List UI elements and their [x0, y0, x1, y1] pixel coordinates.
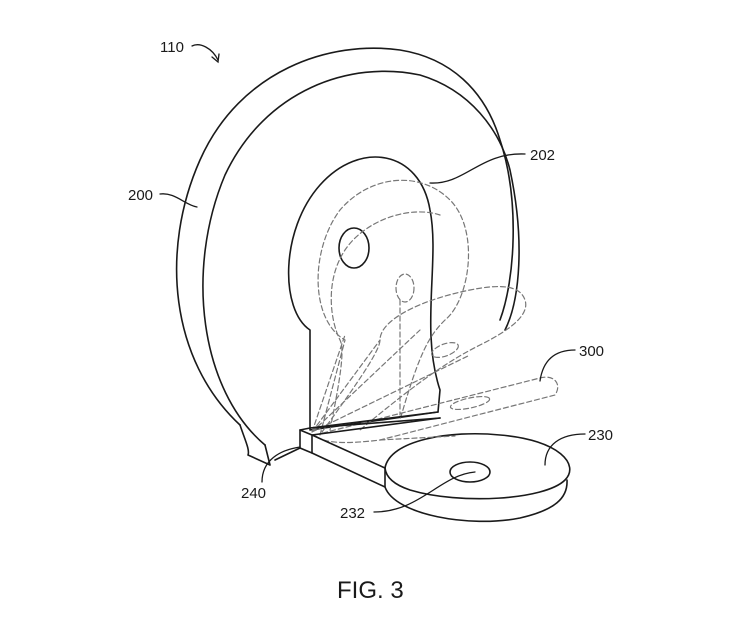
disc-bottom-lip	[239, 424, 271, 466]
arm-upright-hole	[395, 273, 415, 303]
label-230: 230	[588, 427, 613, 444]
foot-hole-232	[449, 461, 491, 483]
label-232: 232	[340, 505, 365, 522]
mount-hole	[338, 227, 370, 269]
label-240: 240	[241, 485, 266, 502]
arm-flat-hole	[449, 395, 491, 411]
disc-front-rim	[202, 70, 520, 446]
arm-position-upright	[317, 179, 470, 436]
hinge-block-front	[299, 429, 313, 454]
leader-240	[261, 446, 301, 483]
base-strip-top	[309, 417, 441, 469]
label-110: 110	[160, 39, 184, 56]
leader-230	[544, 433, 586, 466]
label-300: 300	[579, 343, 604, 360]
label-202: 202	[530, 147, 555, 164]
mount-face-outline	[287, 156, 441, 431]
arm-position-flat	[314, 376, 559, 444]
leader-202	[429, 153, 526, 184]
arm-300-hidden-positions	[311, 179, 559, 444]
foot-side	[384, 467, 568, 523]
leader-300	[539, 349, 576, 382]
disc-outer-rim	[175, 47, 514, 426]
arm-position-tilted	[321, 285, 527, 433]
leader-200	[159, 193, 198, 208]
disc-200	[175, 47, 520, 466]
leader-232	[373, 471, 476, 513]
leader-110-arrow	[191, 44, 219, 61]
figure-caption: FIG. 3	[337, 577, 404, 604]
foot-hidden-edge	[379, 435, 456, 441]
base-foot-230	[274, 417, 571, 523]
mount-face-202	[287, 156, 441, 431]
arm-fan-lines	[311, 329, 471, 433]
label-200: 200	[128, 187, 153, 204]
arm-tilted-hole	[431, 342, 459, 358]
base-strip-side	[274, 447, 386, 488]
arm-position-upright-inner	[329, 211, 441, 431]
foot-top-ellipse	[384, 432, 571, 500]
leader-110-arrowhead	[211, 53, 220, 64]
leader-lines	[159, 44, 586, 513]
